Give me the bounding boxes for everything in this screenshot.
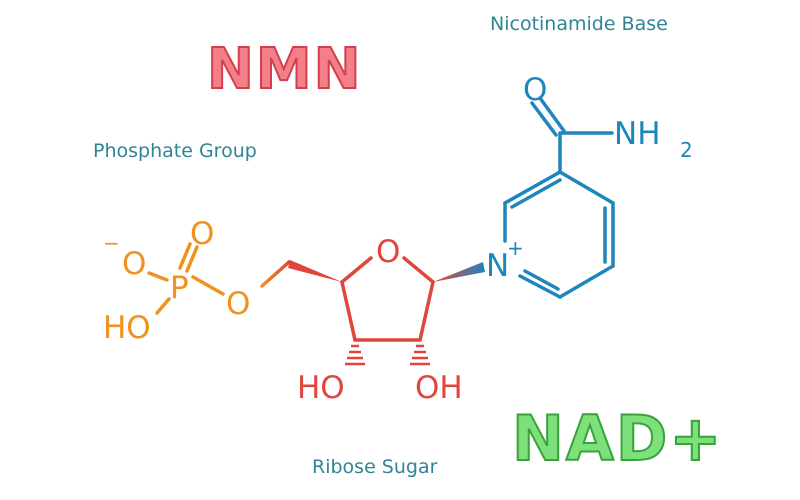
phosphorus-label: P: [170, 270, 189, 306]
phosphate-hydroxyl-label: HO: [103, 310, 151, 346]
ribose-bonds: [340, 256, 435, 342]
phosphate-minus-charge: −: [103, 231, 120, 255]
phosphate-bonds: [147, 242, 225, 315]
glycosidic-wedge-bond: [433, 262, 485, 282]
ester-oxygen-label: O: [226, 286, 250, 322]
phosphate-oxygen-minus-label: O: [122, 246, 146, 282]
nicotinamide-bonds: [503, 96, 615, 299]
nicotinamide-base-caption: Nicotinamide Base: [490, 13, 668, 35]
amide-nitrogen-label: NH: [614, 116, 661, 152]
nad-title: NAD+: [511, 401, 724, 476]
pyridinium-charge: +: [507, 236, 524, 260]
carbonyl-oxygen-label: O: [523, 72, 547, 108]
hydroxyl-left-label: HO: [297, 370, 345, 406]
ribose-wedge-bond: [288, 260, 342, 282]
hashed-bond-right: [410, 344, 430, 366]
amide-subscript: 2: [680, 138, 693, 162]
hashed-bond-left: [345, 344, 365, 366]
hydroxyl-right-label: OH: [415, 370, 463, 406]
pyridinium-nitrogen-label: N: [486, 248, 509, 284]
ester-ch2-bond: [260, 260, 291, 288]
nmn-title: NMN: [206, 36, 363, 103]
ring-oxygen-label: O: [376, 234, 400, 270]
ribose-sugar-caption: Ribose Sugar: [312, 456, 438, 478]
phosphate-double-oxygen-label: O: [190, 216, 214, 252]
phosphate-group-caption: Phosphate Group: [93, 140, 257, 162]
